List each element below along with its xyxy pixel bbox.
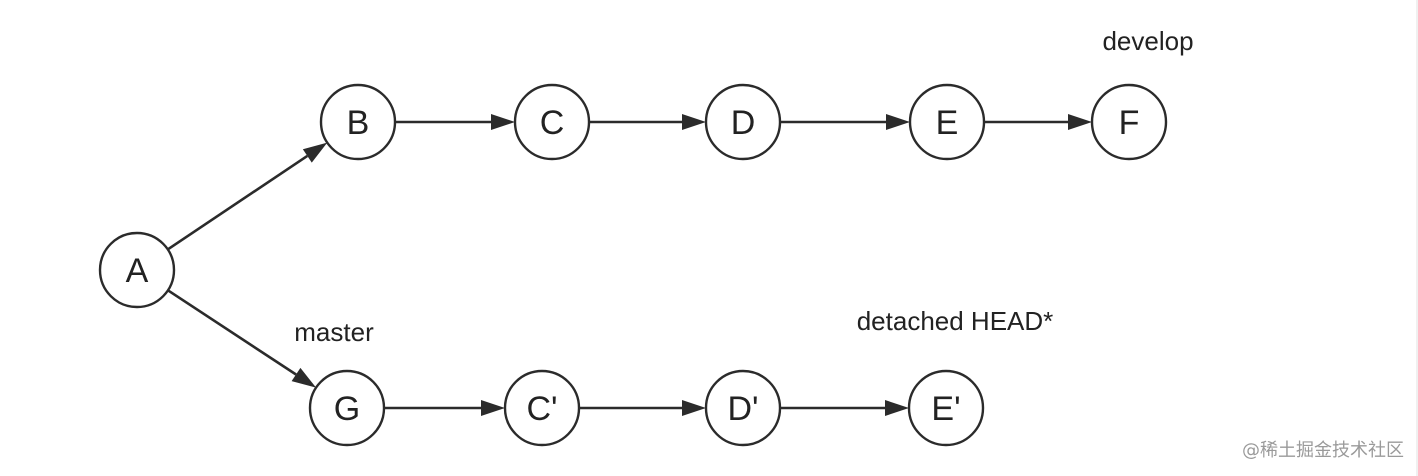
commit-node-circle-c2 bbox=[503, 369, 581, 447]
arrowhead-b-to-c bbox=[491, 114, 515, 130]
arrowhead-c-to-d bbox=[682, 114, 706, 130]
commit-node-circle-d bbox=[704, 83, 782, 161]
commit-node-circle-c bbox=[513, 83, 591, 161]
commit-node-d2: D' bbox=[704, 369, 782, 447]
branch-label-develop: develop bbox=[1102, 26, 1193, 56]
commit-node-circle-g bbox=[308, 369, 386, 447]
commit-node-label-c2: C' bbox=[526, 390, 557, 428]
branch-label-detached-head: detached HEAD* bbox=[857, 306, 1054, 336]
commit-node-circle-e bbox=[908, 83, 986, 161]
arrowhead-c2-to-d2 bbox=[682, 400, 706, 416]
commit-node-label-e2: E' bbox=[931, 390, 960, 428]
commit-node-c: C bbox=[513, 83, 591, 161]
nodes-layer: A B C D E F G C' D' E' bbox=[98, 83, 1168, 447]
commit-node-e: E bbox=[908, 83, 986, 161]
arrowhead-g-to-c2 bbox=[481, 400, 505, 416]
commit-node-label-d: D bbox=[731, 104, 756, 142]
arrowhead-a-to-b bbox=[302, 142, 328, 163]
branch-label-master: master bbox=[294, 317, 374, 347]
commit-node-label-g: G bbox=[334, 390, 360, 428]
commit-node-g: G bbox=[308, 369, 386, 447]
commit-node-b: B bbox=[319, 83, 397, 161]
commit-node-circle-b bbox=[319, 83, 397, 161]
right-edge-rule bbox=[1416, 0, 1418, 476]
commit-node-f: F bbox=[1090, 83, 1168, 161]
commit-node-d: D bbox=[704, 83, 782, 161]
commit-node-c2: C' bbox=[503, 369, 581, 447]
commit-node-label-e: E bbox=[936, 104, 959, 142]
arrowhead-d2-to-e2 bbox=[885, 400, 909, 416]
edge-a-to-b bbox=[167, 154, 309, 251]
commit-node-label-d2: D' bbox=[727, 390, 758, 428]
arrowhead-a-to-g bbox=[291, 367, 317, 388]
commit-node-e2: E' bbox=[907, 369, 985, 447]
commit-node-circle-d2 bbox=[704, 369, 782, 447]
arrowhead-e-to-f bbox=[1068, 114, 1092, 130]
commit-node-label-f: F bbox=[1119, 104, 1140, 142]
commit-node-label-c: C bbox=[540, 104, 565, 142]
edges-layer bbox=[167, 114, 1092, 416]
watermark: @稀土掘金技术社区 bbox=[1242, 440, 1404, 461]
commit-node-circle-f bbox=[1090, 83, 1168, 161]
edge-a-to-g bbox=[167, 289, 297, 376]
commit-node-circle-a bbox=[98, 231, 176, 309]
commit-node-a: A bbox=[98, 231, 176, 309]
commit-node-label-a: A bbox=[126, 252, 149, 290]
commit-node-label-b: B bbox=[347, 104, 370, 142]
commit-node-circle-e2 bbox=[907, 369, 985, 447]
arrowhead-d-to-e bbox=[886, 114, 910, 130]
